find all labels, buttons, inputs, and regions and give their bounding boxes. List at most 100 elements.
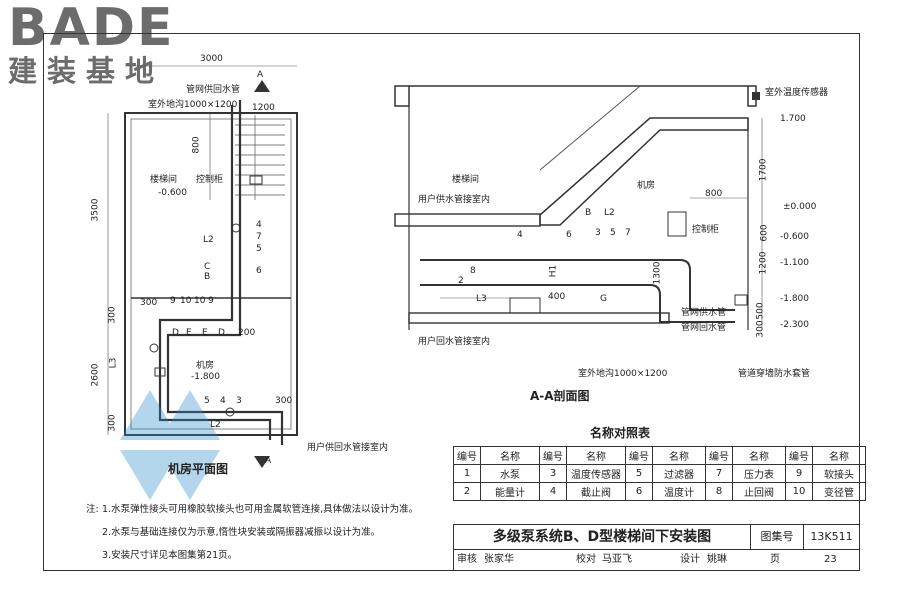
plan-callout: D	[218, 328, 225, 338]
section-dim-L3: L3	[476, 294, 487, 304]
legend-table: 编号 名称 编号 名称 编号 名称 编号 名称 编号 名称 1 水泵 3 温度传…	[453, 446, 866, 501]
legend-cell: 7	[705, 464, 733, 483]
plan-label-room: 机房	[196, 361, 215, 371]
legend-cell: 6	[625, 482, 653, 501]
legend-cell: 止回阀	[732, 482, 786, 501]
design-label: 设计	[680, 554, 700, 565]
legend-header: 名称	[732, 446, 786, 465]
logo-brand: BADE	[8, 0, 175, 58]
plan-dim-200: 200	[238, 328, 256, 338]
page-label: 页	[770, 554, 780, 565]
section-callout: 6	[566, 230, 572, 240]
plan-dim-top: 3000	[200, 54, 223, 64]
legend-title: 名称对照表	[590, 426, 651, 440]
section-level: 1.700	[780, 114, 806, 124]
section-dim-500: 500	[755, 302, 766, 320]
section-dim-400: 400	[548, 292, 566, 302]
section-caption: A-A剖面图	[530, 389, 590, 403]
plan-callout: E	[202, 328, 208, 338]
legend-cell: 温度计	[652, 482, 706, 501]
section-label-net-supply: 管网供水管	[681, 308, 727, 318]
plan-section-arrow-bottom	[254, 456, 270, 468]
section-callout: 7	[625, 228, 631, 238]
section-callout: 2	[458, 276, 464, 286]
review-label: 审核	[457, 554, 477, 565]
section-label-room: 机房	[637, 181, 656, 191]
plan-callout: 10	[194, 296, 206, 306]
section-stair-slab	[539, 117, 749, 226]
legend-row: 1 水泵 3 温度传感器 5 过滤器 7 压力表 9 软接头	[453, 464, 866, 483]
review-name: 张家华	[484, 554, 514, 565]
plan-label-pipe: 管网供回水管	[186, 85, 241, 95]
section-floor-slab	[394, 213, 541, 227]
section-callout: 4	[517, 230, 523, 240]
section-level: -1.100	[780, 258, 810, 268]
plan-dim-B: B	[204, 272, 211, 282]
section-pump-base	[509, 297, 541, 314]
legend-cell: 过滤器	[652, 464, 706, 483]
section-dim-1300: 1300	[652, 261, 663, 285]
section-label-sleeve: 管道穿墙防水套管	[738, 369, 811, 379]
logo-cn: 建装基地	[8, 54, 165, 88]
section-callout: 3	[595, 228, 601, 238]
plan-section-arrow-top	[254, 80, 270, 92]
plan-callout: 3	[236, 396, 242, 406]
plan-section-mark-top: A	[257, 70, 264, 80]
notes-label: 注:	[86, 504, 99, 515]
legend-cell: 9	[785, 464, 813, 483]
section-dim-800: 800	[705, 189, 723, 199]
atlas-number: 13K511	[803, 524, 860, 550]
section-callout: 5	[610, 228, 616, 238]
legend-header: 名称	[480, 446, 540, 465]
section-stair-rail	[539, 85, 641, 171]
signature-row: 审核 张家华 校对 马亚飞 设计 姚琳 页 23	[453, 549, 860, 571]
legend-cell: 能量计	[480, 482, 540, 501]
plan-dim-L2a: L2	[203, 235, 214, 245]
legend-cell: 变径管	[812, 482, 866, 501]
plan-callout: 4	[256, 220, 262, 230]
section-outdoor-sensor	[752, 92, 760, 100]
legend-cell: 水泵	[480, 464, 540, 483]
plan-callout: 7	[256, 232, 262, 242]
section-label-stair: 楼梯间	[452, 175, 480, 185]
section-level: ±0.000	[783, 202, 817, 212]
plan-outer-wall	[124, 112, 298, 436]
legend-header: 编号	[705, 446, 733, 465]
check-name: 马亚飞	[602, 554, 632, 565]
drawing-title: 多级泵系统B、D型楼梯间下安装图	[453, 524, 751, 550]
plan-level-180: -1.800	[191, 372, 221, 382]
plan-callout: D	[172, 328, 179, 338]
plan-cabinet	[249, 175, 263, 185]
plan-label-trench: 室外地沟1000×1200	[148, 100, 238, 110]
plan-callout: 9	[170, 296, 176, 306]
legend-cell: 5	[625, 464, 653, 483]
section-dim-H1: H1	[548, 264, 559, 278]
legend-header: 编号	[539, 446, 567, 465]
section-callout: 8	[470, 266, 476, 276]
legend-header: 编号	[625, 446, 653, 465]
legend-cell: 8	[705, 482, 733, 501]
section-label-cabinet: 控制柜	[692, 225, 720, 235]
plan-dim-C: C	[204, 262, 211, 272]
plan-callout: E	[186, 328, 192, 338]
section-dim-L2: L2	[604, 208, 615, 218]
plan-callout: 4	[220, 396, 226, 406]
plan-valves	[149, 223, 241, 417]
plan-label-cabinet: 控制柜	[196, 175, 224, 185]
plan-dim-300a: 300	[140, 298, 158, 308]
section-level: -2.300	[780, 320, 810, 330]
legend-cell: 压力表	[732, 464, 786, 483]
logo: BADE 建装基地	[8, 2, 175, 88]
note-item: 2.水泵与基础连接仅为示意,惰性块安装或隔振器减振以设计为准。	[102, 527, 381, 538]
section-label-net-return: 管网回水管	[681, 323, 727, 333]
design-name: 姚琳	[707, 554, 727, 565]
section-dim-G: G	[600, 294, 607, 304]
plan-label-stair: 楼梯间	[150, 175, 178, 185]
section-level: -0.600	[780, 232, 810, 242]
plan-callout: 6	[256, 266, 262, 276]
plan-wall-inner	[130, 118, 292, 430]
plan-callout: 9	[208, 296, 214, 306]
plan-level-060: -0.600	[158, 188, 188, 198]
